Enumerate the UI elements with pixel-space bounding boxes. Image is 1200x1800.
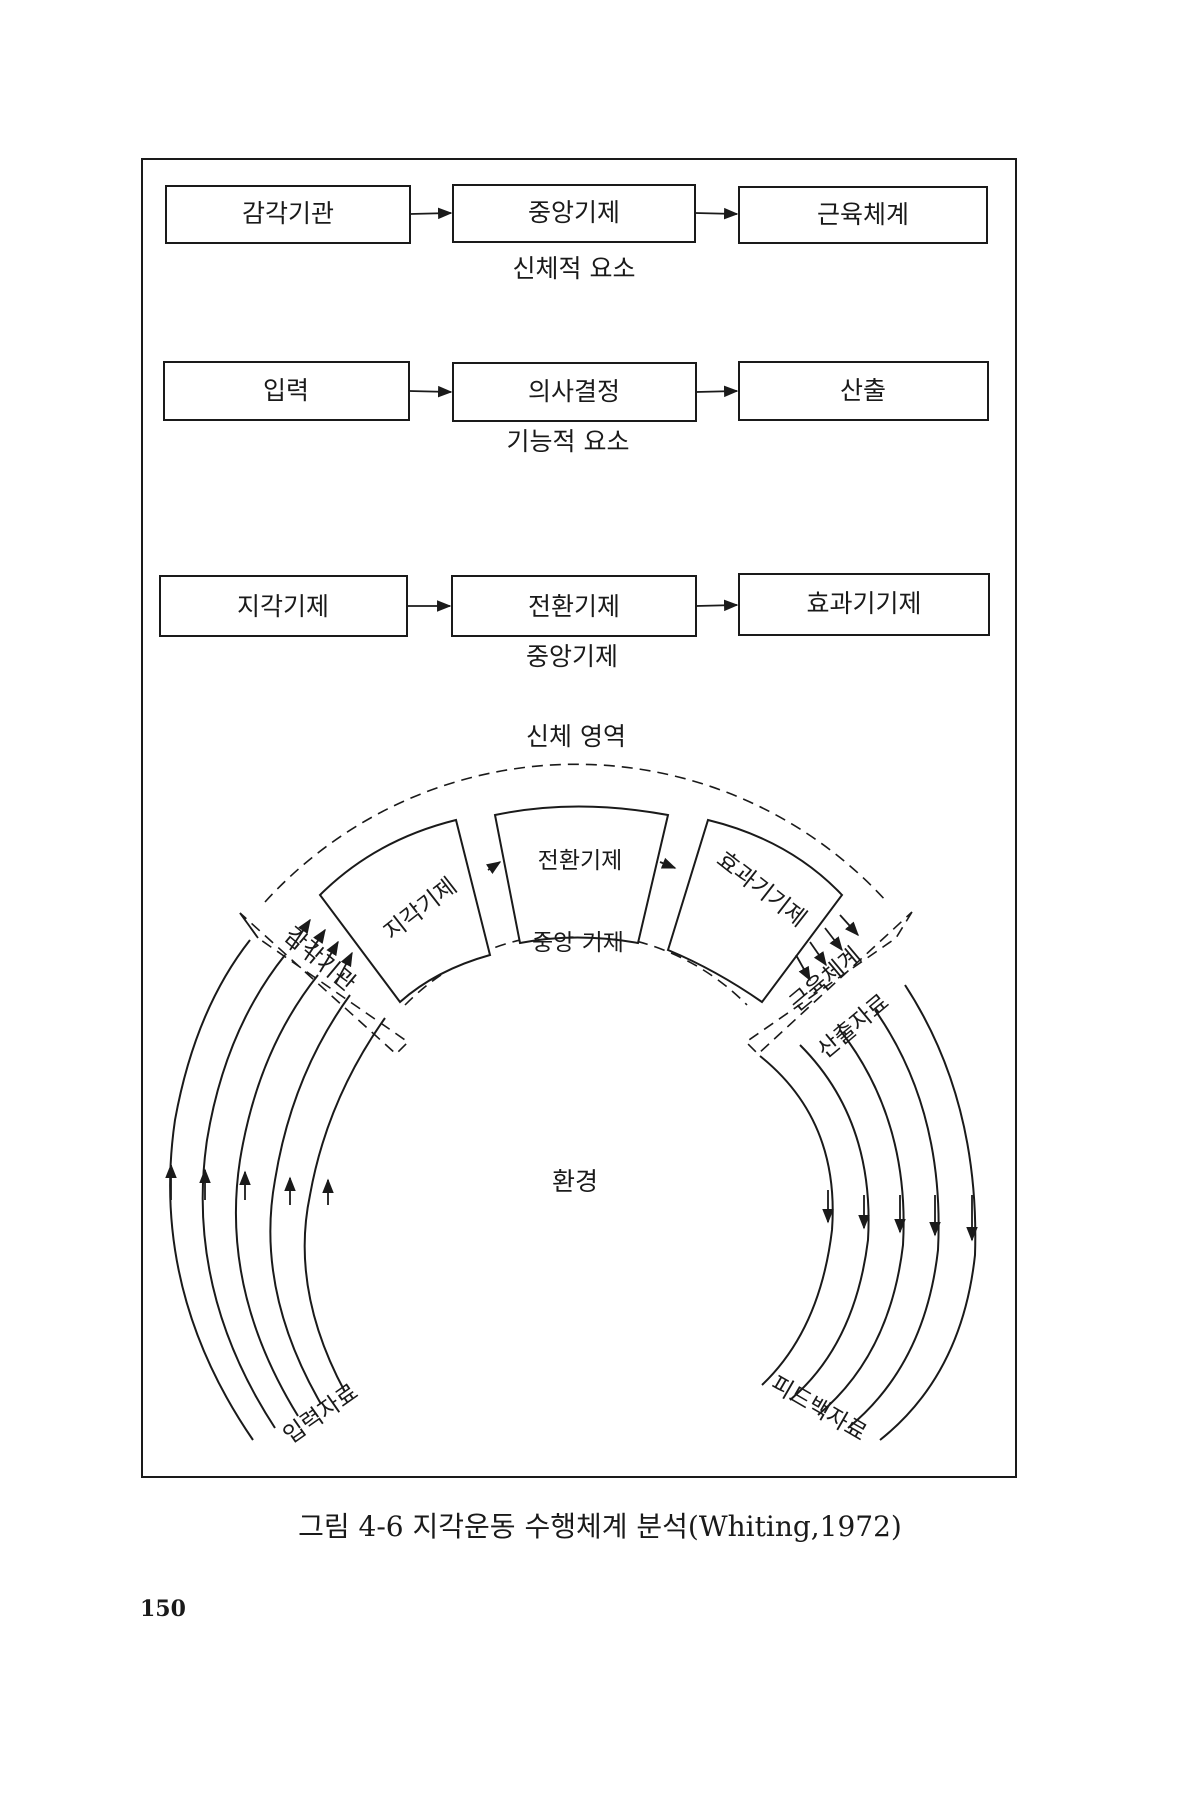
box-muscular-system	[738, 186, 988, 244]
box-decision-making-label: 의사결정	[528, 377, 620, 406]
physical-elements-row: 감각기관 중앙기제 근육체계 신체적 요소	[165, 184, 988, 283]
feedback-arc-1	[759, 1055, 834, 1386]
input-arrow-4	[335, 951, 353, 984]
arrow-seg-2-3	[659, 857, 677, 869]
functional-elements-caption: 기능적 요소	[507, 427, 630, 456]
body-region-label: 신체 영역	[526, 722, 626, 751]
input-arc-3	[234, 974, 319, 1417]
central-mechanism-row: 지각기제 전환기제 효과기기제 중앙기제	[159, 573, 990, 671]
feedback-arc-3	[817, 1029, 905, 1416]
central-mechanism-caption: 중앙기제	[526, 642, 618, 671]
arrow-2-1	[408, 385, 453, 398]
box-effector-mechanism	[738, 573, 990, 636]
functional-elements-row: 입력 의사결정 산출 기능적 요소	[163, 361, 989, 456]
environment-label: 환경	[552, 1167, 598, 1196]
output-arrow-4	[795, 954, 811, 982]
body-region-boundary	[264, 763, 888, 903]
segment-translation-mechanism	[493, 805, 670, 945]
box-translation-mechanism-label: 전환기제	[528, 592, 620, 621]
arrow-3-2	[695, 599, 739, 612]
box-muscular-system-label: 근육체계	[817, 200, 909, 229]
box-input-label: 입력	[263, 376, 309, 405]
box-sensory-organs	[165, 185, 411, 244]
segment-perceptual-mechanism	[318, 818, 492, 1004]
input-arc-1	[169, 939, 254, 1441]
figure-frame	[141, 158, 1017, 1478]
segment-effector-mechanism	[666, 818, 844, 1004]
input-arrow-3	[319, 940, 339, 973]
feedback-arc-2	[789, 1044, 870, 1401]
feedback-arc-5	[879, 984, 977, 1441]
input-data-label: 입력자료	[279, 1379, 363, 1449]
box-output	[738, 361, 989, 421]
arrow-seg-1-2	[486, 861, 502, 874]
arrow-1-2	[694, 207, 739, 220]
box-sensory-organs-label: 감각기관	[242, 199, 334, 228]
sensory-band-edge	[239, 912, 259, 939]
segment-translation-mechanism-label: 전환기제	[538, 848, 623, 874]
box-perceptual-mechanism-label: 지각기제	[237, 592, 329, 621]
arrow-2-2	[695, 385, 739, 398]
box-output-label: 산출	[840, 376, 886, 405]
page-number: 150	[140, 1596, 186, 1622]
arrow-1-1	[409, 207, 453, 220]
output-arrow-1	[839, 914, 859, 937]
box-central-mechanism-label: 중앙기제	[528, 198, 620, 227]
box-effector-mechanism-label: 효과기기제	[806, 589, 921, 618]
inner-central-label: 중앙 기제	[532, 930, 624, 956]
feedback-data-label: 피드백자료	[766, 1371, 871, 1446]
figure-caption: 그림 4-6 지각운동 수행체계 분석(Whiting,1972)	[298, 1510, 902, 1543]
input-arc-2	[201, 954, 286, 1429]
input-arrow-2	[304, 928, 326, 961]
input-arc-5	[303, 1017, 386, 1393]
input-arrow-1	[289, 918, 311, 951]
input-arc-4	[269, 994, 351, 1405]
circular-model: 신체 영역 지각기제 전환기제 효과기기제 중앙 기제 감각기관 근육체계	[165, 722, 978, 1449]
output-band	[744, 911, 913, 1056]
output-arrow-2	[824, 927, 843, 952]
feedback-arc-4	[847, 1009, 940, 1429]
physical-elements-caption: 신체적 요소	[513, 254, 636, 283]
output-data-label: 산출자료	[813, 989, 895, 1063]
output-arrow-3	[809, 941, 827, 967]
